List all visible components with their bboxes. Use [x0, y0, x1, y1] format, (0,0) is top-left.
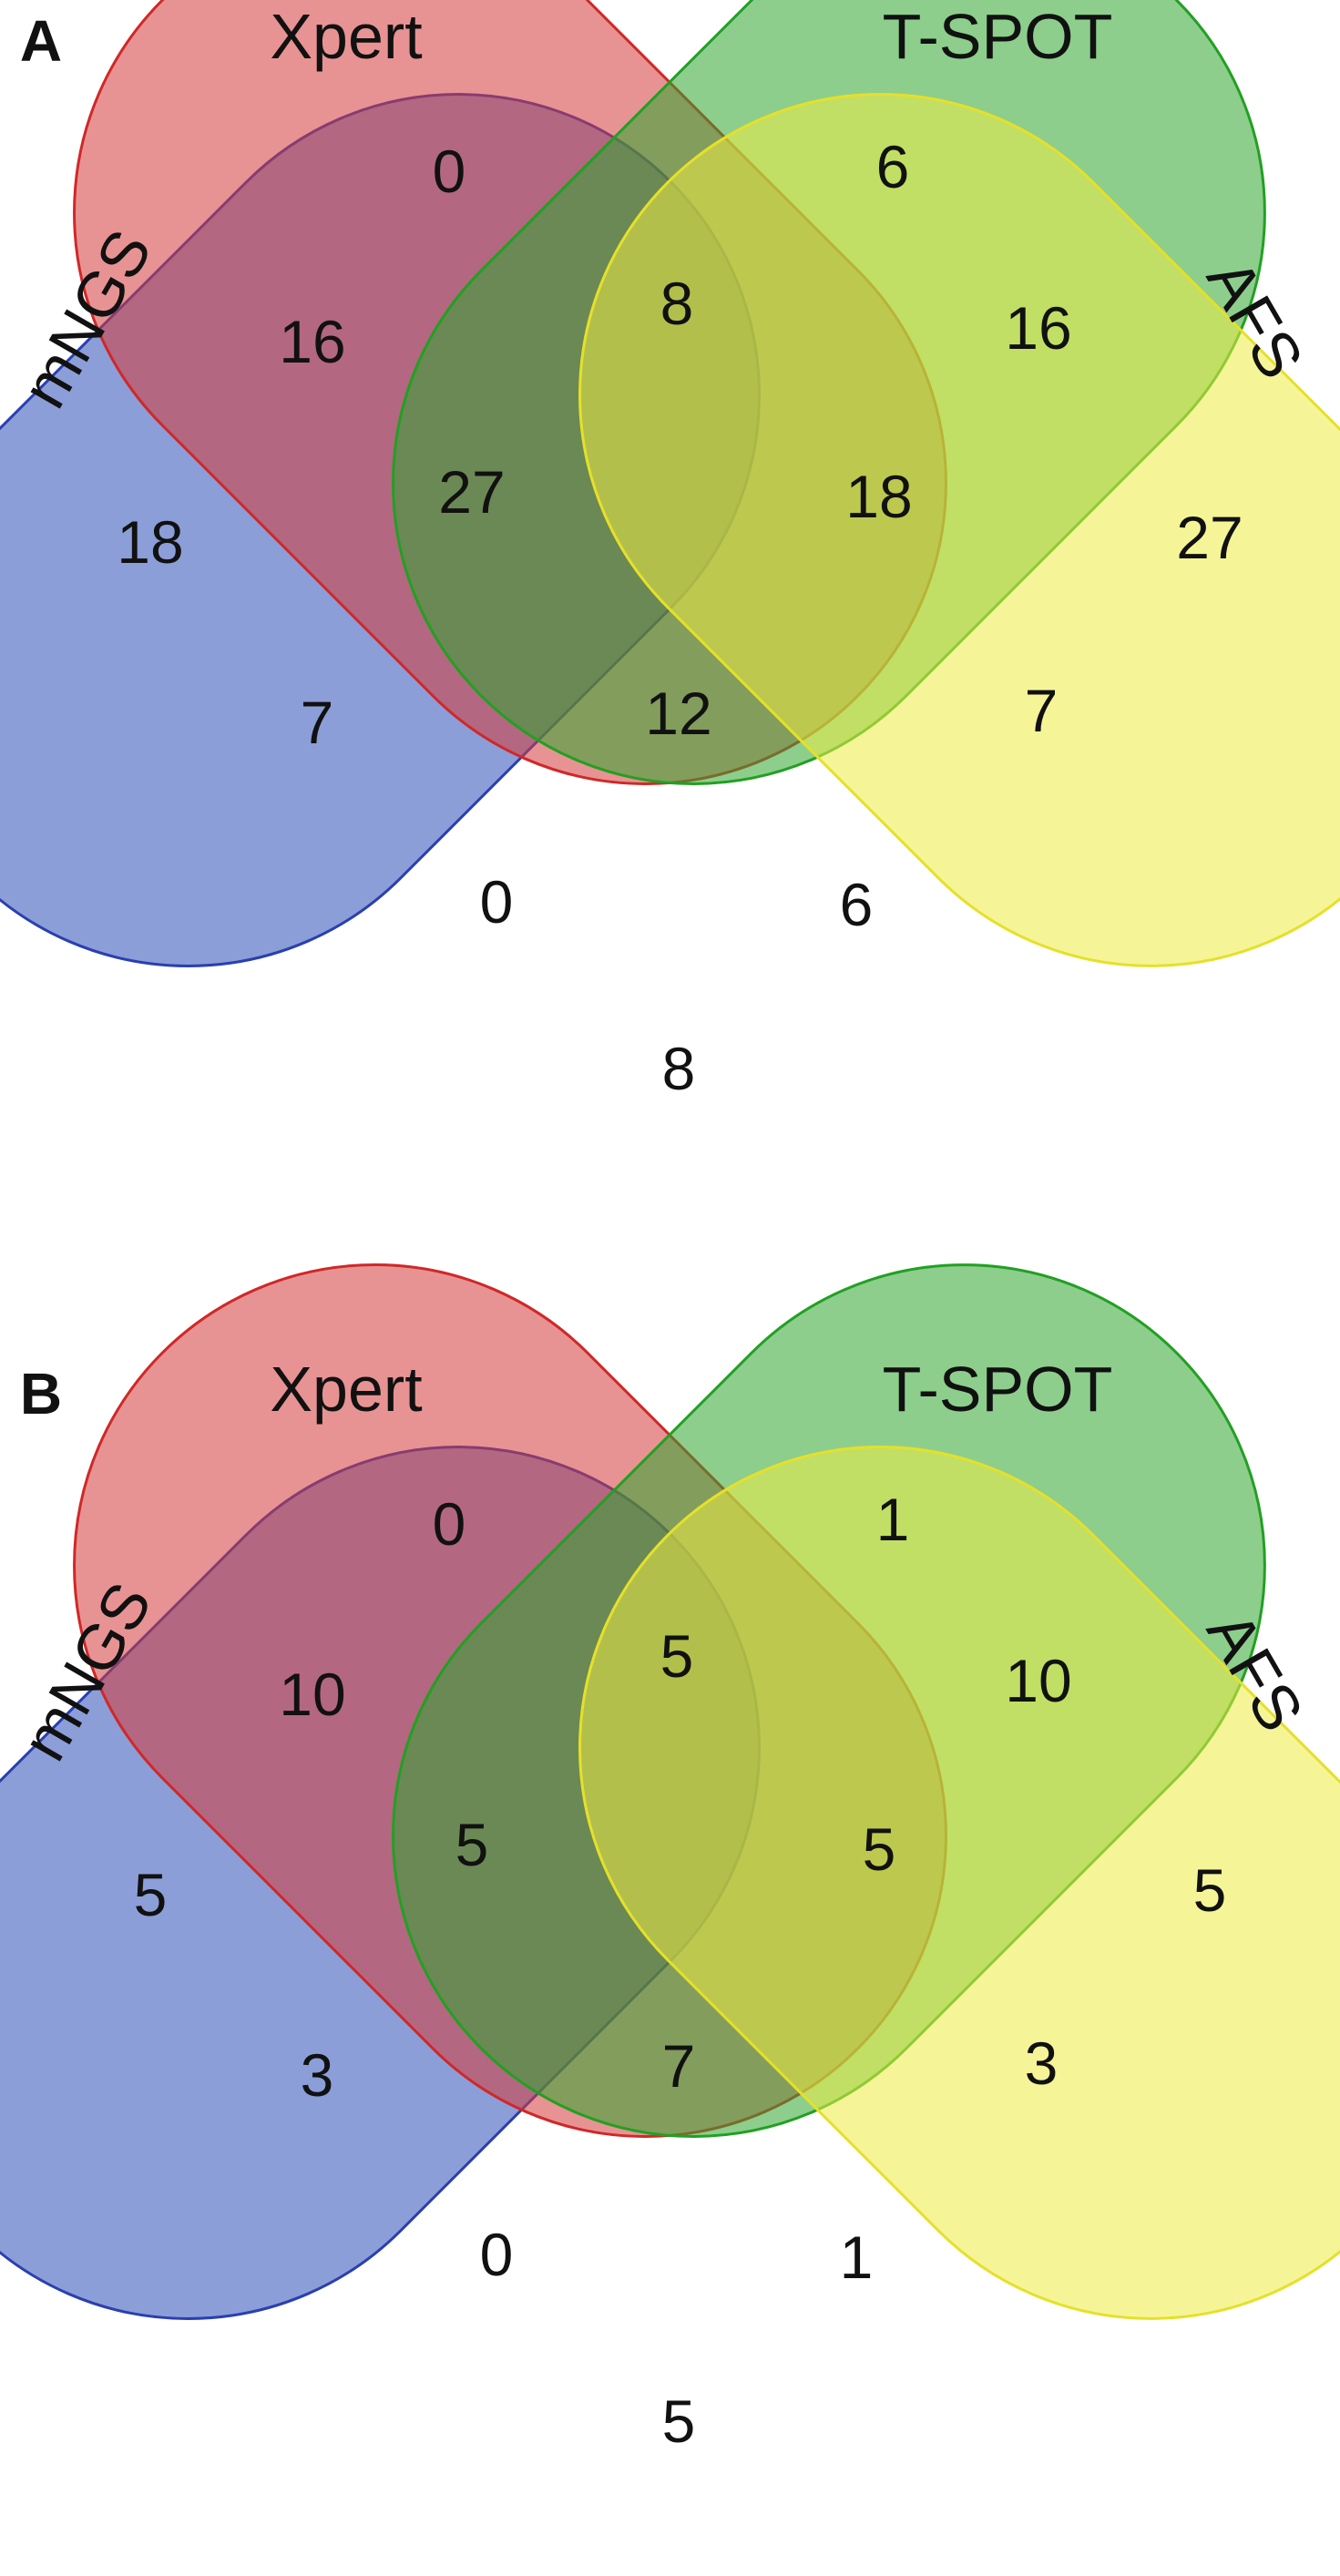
region-count-mngs-tspot: 7: [301, 689, 334, 756]
set-label-tspot: T-SPOT: [883, 1354, 1113, 1425]
region-count-afs-only: 5: [1193, 1856, 1227, 1924]
set-shape-afs: [578, 93, 1340, 967]
region-count-tspot-only: 6: [876, 133, 910, 200]
region-count-xpert-tspot-afs: 18: [845, 463, 912, 530]
region-count-mngs-only: 5: [134, 1861, 168, 1928]
region-count-xpert-only: 0: [433, 138, 466, 205]
region-count-mngs-tspot: 3: [301, 2041, 334, 2109]
region-count-xpert-tspot: 8: [660, 270, 694, 337]
region-count-mngs-xpert: 16: [279, 308, 345, 375]
region-count-xpert-only: 0: [433, 1490, 466, 1558]
set-label-tspot: T-SPOT: [883, 1, 1113, 72]
region-count-xpert-afs: 3: [1025, 2029, 1059, 2097]
region-count-tspot-afs: 16: [1005, 294, 1071, 362]
region-count-tspot-only: 1: [876, 1486, 910, 1553]
panel-letter: B: [20, 1361, 62, 1426]
region-count-afs-only: 27: [1176, 504, 1243, 571]
region-count-mngs-xpert-afs: 6: [840, 871, 874, 938]
region-count-mngs-tspot-afs: 0: [480, 2221, 514, 2288]
set-label-xpert: Xpert: [270, 1, 422, 72]
set-shape-afs: [578, 1446, 1340, 2320]
region-count-mngs-xpert-tspot: 5: [455, 1811, 489, 1878]
region-count-mngs-xpert: 10: [279, 1661, 345, 1728]
region-count-xpert-tspot: 5: [660, 1622, 694, 1690]
region-count-mngs-afs: 5: [662, 2387, 696, 2455]
region-count-mngs-xpert-tspot: 27: [438, 458, 505, 526]
set-label-xpert: Xpert: [270, 1354, 422, 1425]
region-count-all-four: 7: [662, 2032, 696, 2100]
region-count-mngs-xpert-afs: 1: [840, 2223, 874, 2291]
region-count-mngs-only: 18: [117, 508, 183, 576]
region-count-mngs-tspot-afs: 0: [480, 868, 514, 935]
region-count-all-four: 12: [645, 680, 711, 747]
region-count-tspot-afs: 10: [1005, 1647, 1071, 1714]
region-count-xpert-afs: 7: [1025, 677, 1059, 744]
panel-letter: A: [20, 8, 62, 74]
region-count-xpert-tspot-afs: 5: [863, 1815, 896, 1883]
region-count-mngs-afs: 8: [662, 1035, 696, 1102]
